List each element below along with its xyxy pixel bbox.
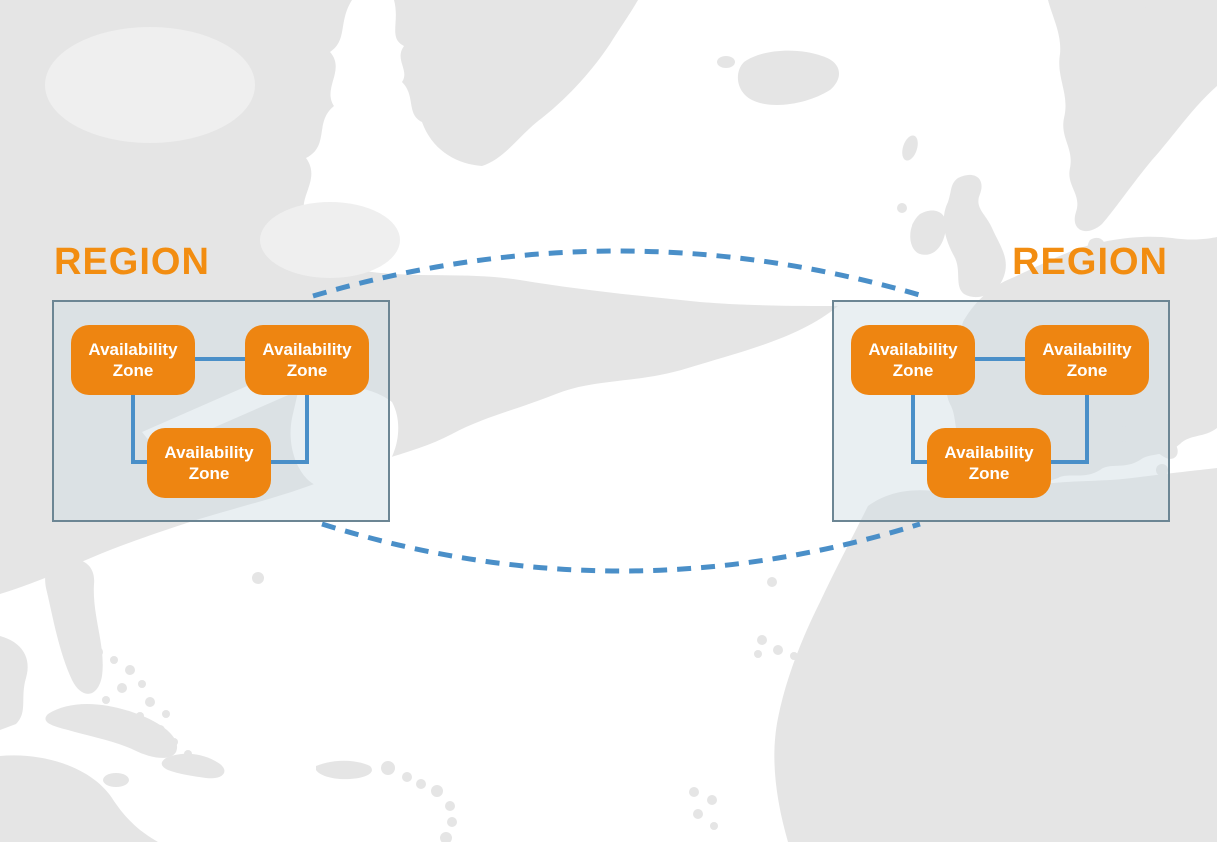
availability-zone-box: Availability Zone — [71, 325, 195, 395]
landmass-scandinavia — [1048, 0, 1217, 276]
islands-atlantic — [252, 572, 798, 830]
zone-link-left — [911, 395, 927, 464]
availability-zone-label: Availability Zone — [88, 340, 178, 380]
zone-connectors — [131, 357, 309, 464]
availability-zone-label: Availability Zone — [868, 340, 958, 380]
landmass-africa — [774, 468, 1217, 842]
zone-link-left — [131, 395, 147, 464]
landmass-british-isles — [910, 174, 1006, 298]
region-label: REGION — [54, 241, 210, 283]
region-box-right: REGION Availability Zone Availability Zo… — [832, 241, 1170, 522]
region-box-left: REGION Availability Zone Availability Zo… — [52, 241, 390, 522]
availability-zone-label: Availability Zone — [1042, 340, 1132, 380]
availability-zone-box: Availability Zone — [851, 325, 975, 395]
islands-caribbean — [45, 647, 457, 842]
availability-zone-label: Availability Zone — [164, 443, 254, 483]
availability-zone-box: Availability Zone — [147, 428, 271, 498]
zone-link-right — [1051, 395, 1089, 464]
zone-connectors — [911, 357, 1089, 464]
availability-zone-label: Availability Zone — [262, 340, 352, 380]
landmass-iceland — [717, 50, 922, 231]
availability-zone-box: Availability Zone — [1025, 325, 1149, 395]
region-label: REGION — [1012, 241, 1168, 283]
landmass-greenland — [394, 0, 638, 166]
availability-zone-box: Availability Zone — [245, 325, 369, 395]
availability-zone-label: Availability Zone — [944, 443, 1034, 483]
availability-zone-box: Availability Zone — [927, 428, 1051, 498]
zone-link-right — [271, 395, 309, 464]
